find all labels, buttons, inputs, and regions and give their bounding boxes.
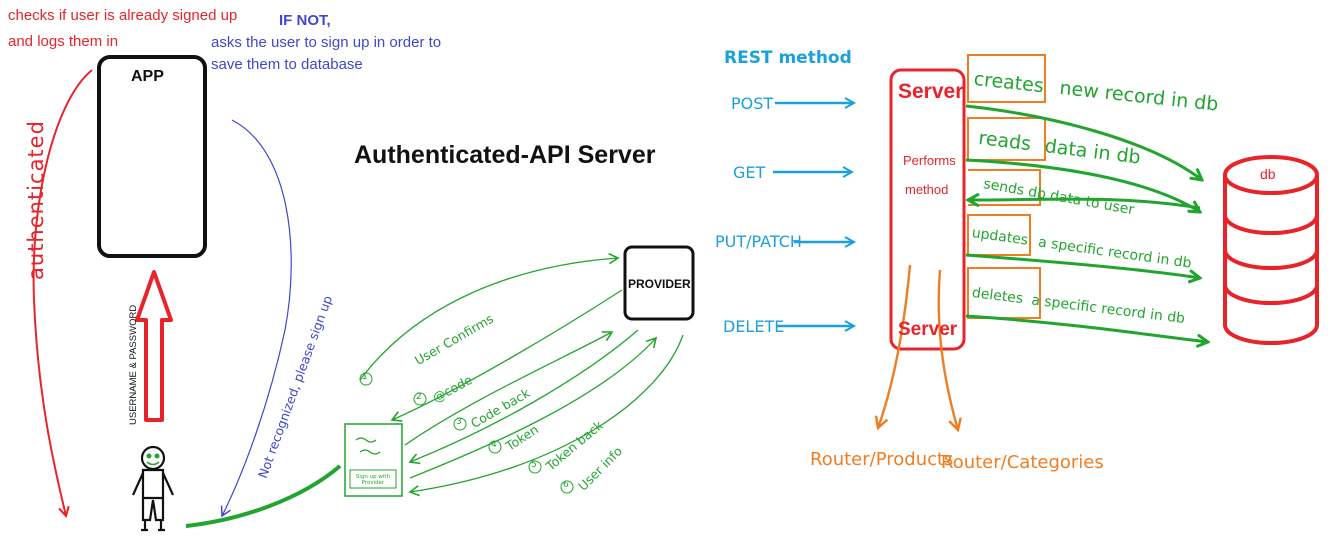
provider-label: PROVIDER xyxy=(628,277,691,291)
db-label: db xyxy=(1260,166,1276,182)
rest-arrows xyxy=(773,103,854,326)
action-brackets xyxy=(967,54,1046,319)
credentials-label: USERNAME & PASSWORD xyxy=(128,304,139,425)
user-to-provider-line xyxy=(185,464,342,528)
provider-box xyxy=(623,245,695,321)
signed-up-note-line2: and logs them in xyxy=(8,33,119,50)
signup-card xyxy=(344,423,403,497)
oauth-step-circles xyxy=(359,372,574,494)
server-label: Server xyxy=(898,80,964,103)
server-bottom-label: Server xyxy=(898,319,958,340)
method-post: POST xyxy=(731,94,774,113)
user-figure xyxy=(131,445,175,532)
page-title: Authenticated-API Server xyxy=(354,141,656,169)
credentials-arrow xyxy=(135,270,173,422)
sign-up-note-line2: save them to database xyxy=(211,56,363,73)
method-delete: DELETE xyxy=(723,317,785,336)
step-number-2: 2 xyxy=(416,392,422,402)
if-not-label: IF NOT, xyxy=(279,12,331,29)
db-action-arrows xyxy=(965,104,1208,342)
router-products: Router/Products xyxy=(810,449,954,470)
database-cylinder xyxy=(1223,155,1319,345)
router-categories: Router/Categories xyxy=(941,452,1104,473)
oauth-flow-curves xyxy=(359,252,684,497)
signup-card-label: Sign up with Provider xyxy=(355,474,391,486)
step-number-4: 4 xyxy=(491,440,497,450)
app-label: APP xyxy=(131,68,164,85)
not-recognized-curve xyxy=(220,119,292,518)
step-number-6: 6 xyxy=(563,480,569,490)
app-box xyxy=(97,55,207,258)
rest-heading: REST method xyxy=(724,48,852,68)
method-put-patch: PUT/PATCH xyxy=(715,232,802,251)
sign-up-note-line1: asks the user to sign up in order to xyxy=(211,34,442,51)
authenticated-curve xyxy=(32,69,93,516)
method-get: GET xyxy=(733,163,766,182)
step-number-5: 5 xyxy=(531,460,537,470)
router-arrows xyxy=(878,264,958,430)
step-number-1: 1 xyxy=(362,372,368,382)
step-number-3: 3 xyxy=(456,417,462,427)
authenticated-label: authenticated xyxy=(24,120,48,280)
server-subtitle-line1: Performs xyxy=(903,153,956,168)
signed-up-note-line1: checks if user is already signed up xyxy=(8,7,238,24)
server-subtitle-line2: method xyxy=(905,182,949,197)
server-box xyxy=(889,68,966,351)
